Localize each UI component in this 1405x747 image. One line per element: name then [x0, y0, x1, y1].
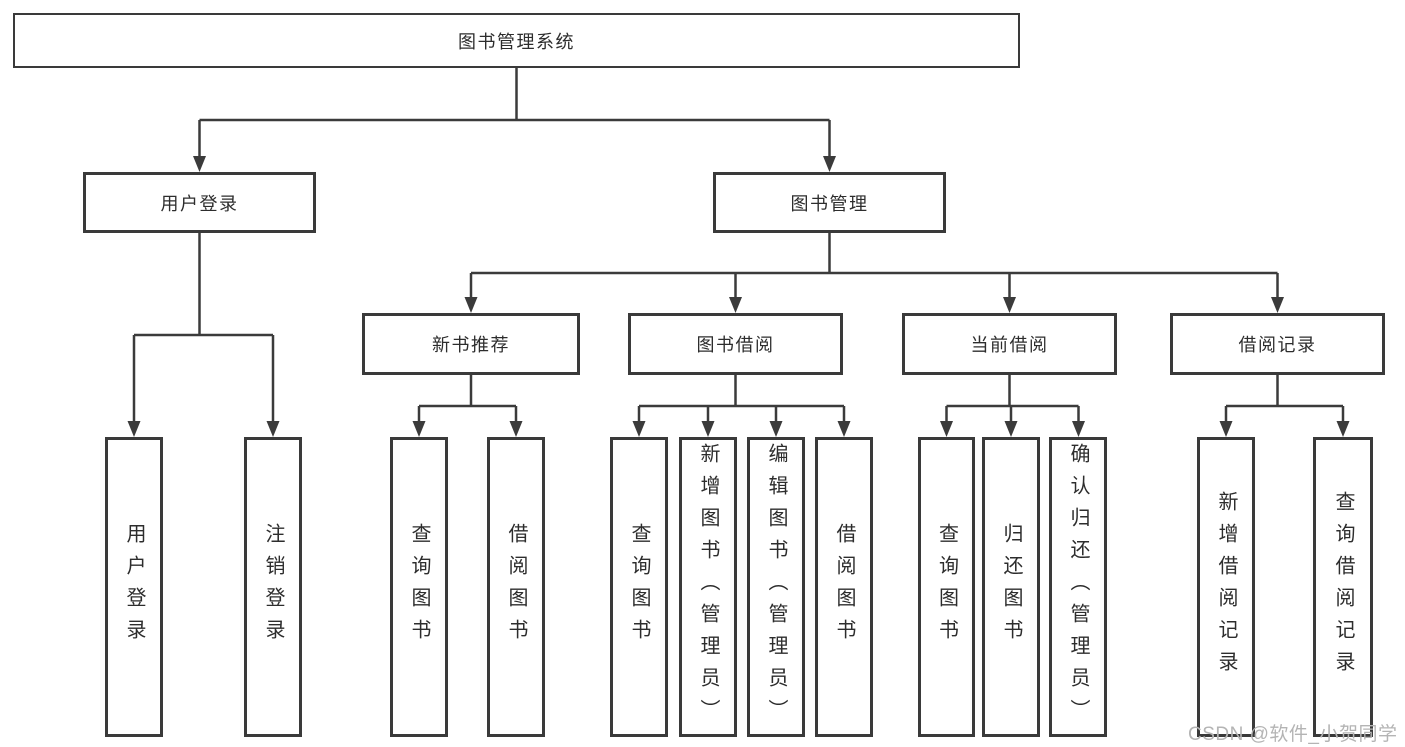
node-current-borrowing-label: 当前借阅: [970, 335, 1049, 355]
leaf-query-books-recommend: 查询图书: [390, 437, 448, 737]
leaf-confirm-return-admin-label: 确认归还（管理员）: [1067, 443, 1089, 731]
leaf-query-borrow-record: 查询借阅记录: [1313, 437, 1373, 737]
node-book-management-label: 图书管理: [790, 193, 869, 214]
node-new-book-recommend-label: 新书推荐: [432, 335, 510, 355]
node-book-borrowing: 图书借阅: [628, 313, 843, 375]
node-root: 图书管理系统: [13, 13, 1020, 68]
leaf-add-borrow-record: 新增借阅记录: [1197, 437, 1255, 737]
leaf-query-borrow-record-label: 查询借阅记录: [1332, 491, 1354, 683]
node-new-book-recommend: 新书推荐: [362, 313, 580, 375]
leaf-edit-book-admin-label: 编辑图书（管理员）: [765, 443, 787, 731]
leaf-user-login-label: 用户登录: [123, 523, 145, 651]
node-root-label: 图书管理系统: [458, 31, 575, 52]
node-book-borrowing-label: 图书借阅: [696, 335, 775, 355]
leaf-user-login: 用户登录: [105, 437, 163, 737]
leaf-query-books-recommend-label: 查询图书: [408, 523, 430, 651]
leaf-logout: 注销登录: [244, 437, 302, 737]
node-book-management: 图书管理: [713, 172, 946, 233]
node-user-login: 用户登录: [83, 172, 316, 233]
node-borrowing-records: 借阅记录: [1170, 313, 1385, 375]
leaf-return-books-label: 归还图书: [1000, 523, 1022, 651]
leaf-confirm-return-admin: 确认归还（管理员）: [1049, 437, 1107, 737]
leaf-borrow-books-recommend: 借阅图书: [487, 437, 545, 737]
node-borrowing-records-label: 借阅记录: [1238, 335, 1317, 355]
leaf-borrow-books-recommend-label: 借阅图书: [505, 523, 527, 651]
leaf-query-books-current-label: 查询图书: [935, 523, 958, 651]
leaf-return-books: 归还图书: [982, 437, 1040, 737]
leaf-borrow-books-borrowing-label: 借阅图书: [833, 523, 855, 651]
leaf-query-books-borrowing: 查询图书: [610, 437, 668, 737]
leaf-add-borrow-record-label: 新增借阅记录: [1215, 491, 1237, 683]
leaf-logout-label: 注销登录: [262, 523, 284, 651]
leaf-borrow-books-borrowing: 借阅图书: [815, 437, 873, 737]
node-current-borrowing: 当前借阅: [902, 313, 1117, 375]
leaf-query-books-borrowing-label: 查询图书: [628, 523, 650, 651]
node-user-login-label: 用户登录: [160, 193, 239, 214]
leaf-edit-book-admin: 编辑图书（管理员）: [747, 437, 805, 737]
leaf-add-book-admin: 新增图书（管理员）: [679, 437, 737, 737]
csdn-watermark: CSDN @软件_小贺同学: [1188, 724, 1398, 745]
leaf-query-books-current: 查询图书: [918, 437, 975, 737]
leaf-add-book-admin-label: 新增图书（管理员）: [697, 443, 719, 731]
